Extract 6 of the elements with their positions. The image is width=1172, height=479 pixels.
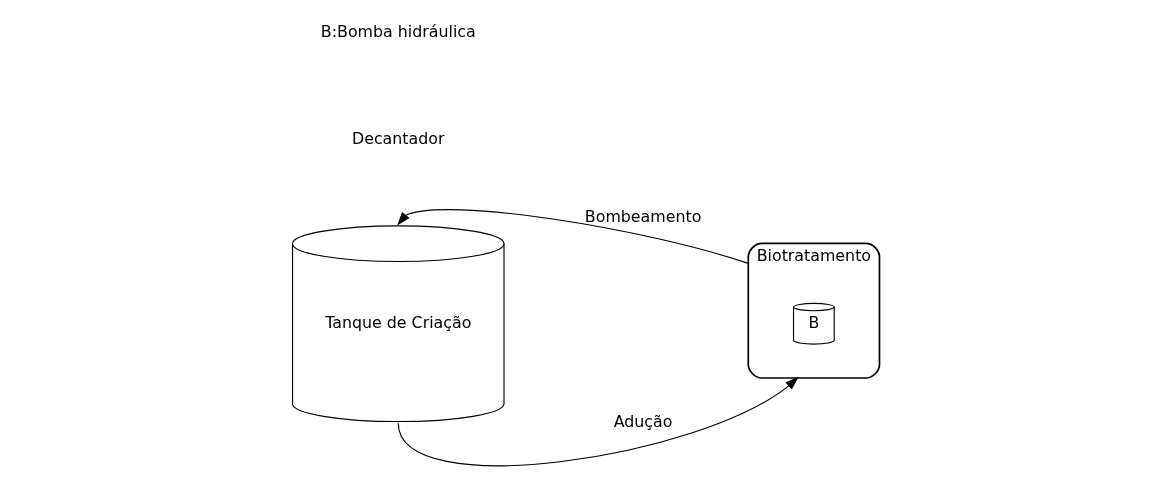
arrow [397,376,799,466]
label: Decantador [352,128,445,148]
edge-label: Adução [613,411,673,431]
label: B:Bomba hidráulica [320,22,476,42]
arrow [397,209,749,264]
edge-label: Bombeamento [584,207,702,227]
